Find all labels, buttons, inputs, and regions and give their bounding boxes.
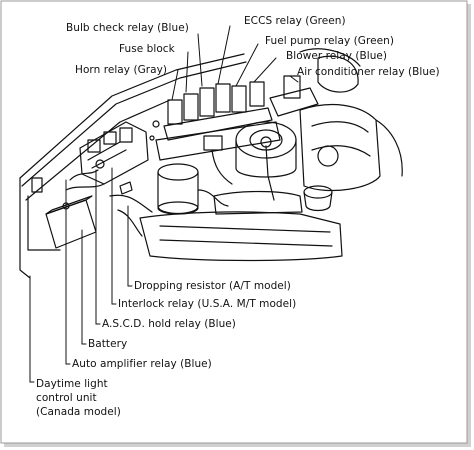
connector-wire [211, 149, 233, 185]
fuse-block-detail-2 [91, 149, 127, 169]
label-fuse-block: Fuse block [119, 43, 175, 55]
leader-bulb-check [197, 33, 203, 87]
relay-fuse [183, 93, 199, 121]
relay-eccs [215, 83, 231, 113]
engine-rib-1 [159, 225, 331, 233]
battery-top [45, 195, 93, 215]
label-blower-relay: Blower relay (Blue) [286, 50, 388, 62]
relay-1 [87, 139, 101, 153]
label-daytime-light-3: (Canada model) [36, 406, 121, 418]
strut-tower [317, 55, 359, 93]
leader-ac [289, 75, 299, 83]
relay-screw-2 [149, 135, 155, 141]
label-air-conditioner-relay: Air conditioner relay (Blue) [297, 66, 440, 78]
relay-base [155, 121, 281, 161]
label-bulb-check-relay: Bulb check relay (Blue) [66, 22, 189, 34]
right-hose [375, 119, 403, 177]
label-battery: Battery [88, 338, 128, 350]
leader-lines [29, 25, 299, 383]
relay-blower [249, 81, 265, 107]
relay-fuel [231, 85, 247, 113]
leader-fuel-pump [235, 43, 259, 87]
label-fuel-pump-relay: Fuel pump relay (Green) [265, 35, 394, 47]
relay-bulb [199, 87, 215, 117]
label-horn-relay: Horn relay (Gray) [75, 64, 168, 76]
relay-bracket [163, 107, 273, 141]
label-eccs-relay: ECCS relay (Green) [244, 15, 346, 27]
relay-screw-1 [152, 120, 160, 128]
plenum-rib-1 [311, 121, 369, 133]
small-bracket [119, 181, 133, 195]
relay-3 [119, 127, 133, 143]
fender-line-1 [19, 53, 245, 179]
label-dropping-resistor: Dropping resistor (A/T model) [134, 280, 291, 292]
ac-bracket [269, 87, 319, 117]
label-ascd-hold-relay: A.S.C.D. hold relay (Blue) [102, 318, 236, 330]
label-daytime-light-2: control unit [36, 392, 97, 404]
frame-border [0, 0, 468, 444]
plenum [299, 103, 381, 192]
fuse-block-detail-1 [87, 141, 121, 161]
leader-eccs [217, 25, 231, 85]
relay-ac [283, 75, 301, 99]
upper-hose [299, 48, 361, 67]
connector-1 [203, 135, 223, 151]
inner-panel [27, 195, 61, 251]
relay-bolt [95, 159, 105, 169]
distributor-base [235, 139, 297, 178]
label-daytime-light-1: Daytime light [36, 378, 108, 390]
leader-horn [171, 69, 179, 101]
daytime-light-unit [31, 177, 43, 193]
valve-cover [213, 190, 303, 215]
engine-block [139, 211, 343, 262]
leader-blower [253, 57, 277, 83]
fender-edge [19, 177, 31, 279]
oil-cap-body [303, 191, 333, 212]
relay-2 [103, 131, 117, 145]
hose-left-2 [117, 209, 143, 237]
engine-rib-2 [159, 239, 333, 247]
label-auto-amplifier-relay: Auto amplifier relay (Blue) [72, 358, 212, 370]
leader-fuse-block [185, 51, 189, 93]
wiring-harness-2 [65, 183, 105, 191]
hose-left-1 [109, 194, 153, 213]
fender-line-3 [25, 99, 171, 201]
plenum-rib-2 [311, 145, 371, 157]
throttle-body [317, 145, 339, 167]
fender-line-2 [21, 61, 247, 187]
label-interlock-relay: Interlock relay (U.S.A. M/T model) [118, 298, 297, 310]
